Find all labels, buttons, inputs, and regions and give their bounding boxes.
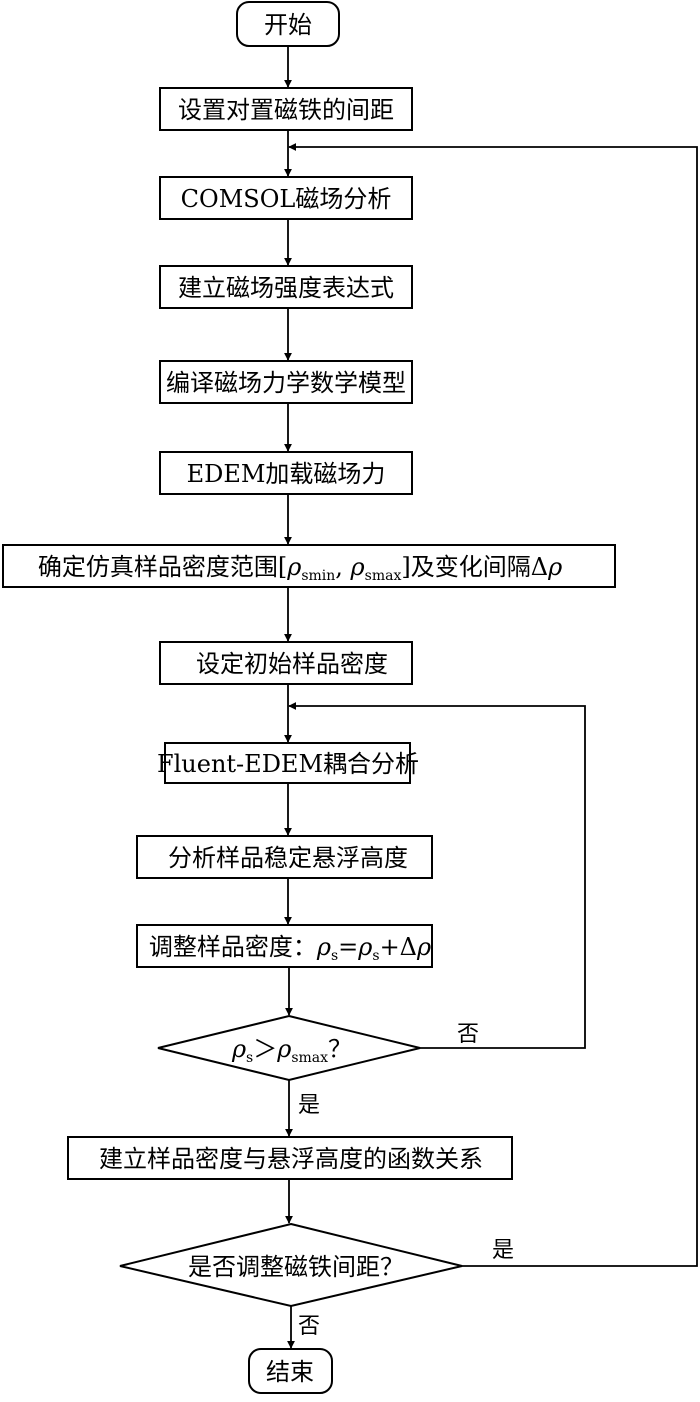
step-function-relation [67,1136,513,1180]
step-adjust-density-label: 调整样品密度：ρs=ρs+Δρ [149,933,431,964]
decision-density-limit-label: ρs＞ρsmax？ [231,1035,352,1066]
rho-symbol: ρ [286,553,301,581]
connectors [284,46,698,1349]
d1-sub-max: smax [291,1050,328,1066]
start-label: 开始 [264,11,312,39]
step-suspension-height-label: 分析样品稳定悬浮高度 [168,844,408,872]
rho-s-subscript-2: s [372,948,379,964]
step-set-magnet-spacing [159,87,413,131]
decision1-yes-label: 是 [298,1093,320,1118]
rho-s-symbol: ρ [316,933,331,961]
adjust-density-prefix: 调整样品密度： [149,933,317,961]
step-fluent-edem-label: Fluent-EDEM耦合分析 [157,750,419,778]
rho-max-subscript: smax [365,568,402,584]
step-compile-model [159,360,413,404]
d1-rho-2: ρ [276,1035,291,1063]
decision2-yes-label: 是 [492,1238,514,1263]
decision1-no-label: 否 [457,1022,479,1047]
step-comsol-analysis-label: COMSOL磁场分析 [181,185,392,213]
step-initial-density-label: 设定初始样品密度 [196,650,388,678]
equals-sign: = [338,933,358,961]
d1-question: ？ [328,1035,352,1063]
step-field-expression [159,265,413,309]
d1-sub-s: s [246,1050,253,1066]
rho-s-symbol-2: ρ [357,933,372,961]
step-comsol-analysis [159,176,413,220]
density-range-suffix: ]及变化间隔Δ [401,553,548,581]
step-compile-model-label: 编译磁场力学数学模型 [166,369,406,397]
step-density-range [2,544,616,588]
step-function-relation-label: 建立样品密度与悬浮高度的函数关系 [99,1145,483,1173]
end-terminal [248,1348,333,1394]
d1-rho: ρ [231,1035,246,1063]
step-adjust-density [136,924,433,968]
step-initial-density [159,641,413,685]
rho-symbol-max: ρ [350,553,365,581]
decision2-no-label: 否 [298,1314,320,1339]
step-set-magnet-spacing-label: 设置对置磁铁的间距 [178,96,394,124]
plus-delta: +Δ [380,933,417,961]
d1-greater-than: ＞ [253,1035,277,1063]
step-edem-load-force [159,451,413,495]
decision-adjust-spacing-label: 是否调整磁铁间距？ [188,1253,404,1281]
delta-rho: ρ [416,933,431,961]
step-suspension-height [136,835,433,879]
step-density-range-label: 确定仿真样品密度范围[ρsmin, ρsmax]及变化间隔Δρ [38,553,562,584]
step-edem-load-force-label: EDEM加载磁场力 [187,460,386,488]
rho-min-subscript: smin [301,568,335,584]
delta-rho-symbol: ρ [547,553,562,581]
step-field-expression-label: 建立磁场强度表达式 [178,274,394,302]
range-comma: , [335,553,350,581]
rho-s-subscript: s [331,948,338,964]
density-range-prefix: 确定仿真样品密度范围[ [38,553,287,581]
end-label: 结束 [266,1358,314,1386]
